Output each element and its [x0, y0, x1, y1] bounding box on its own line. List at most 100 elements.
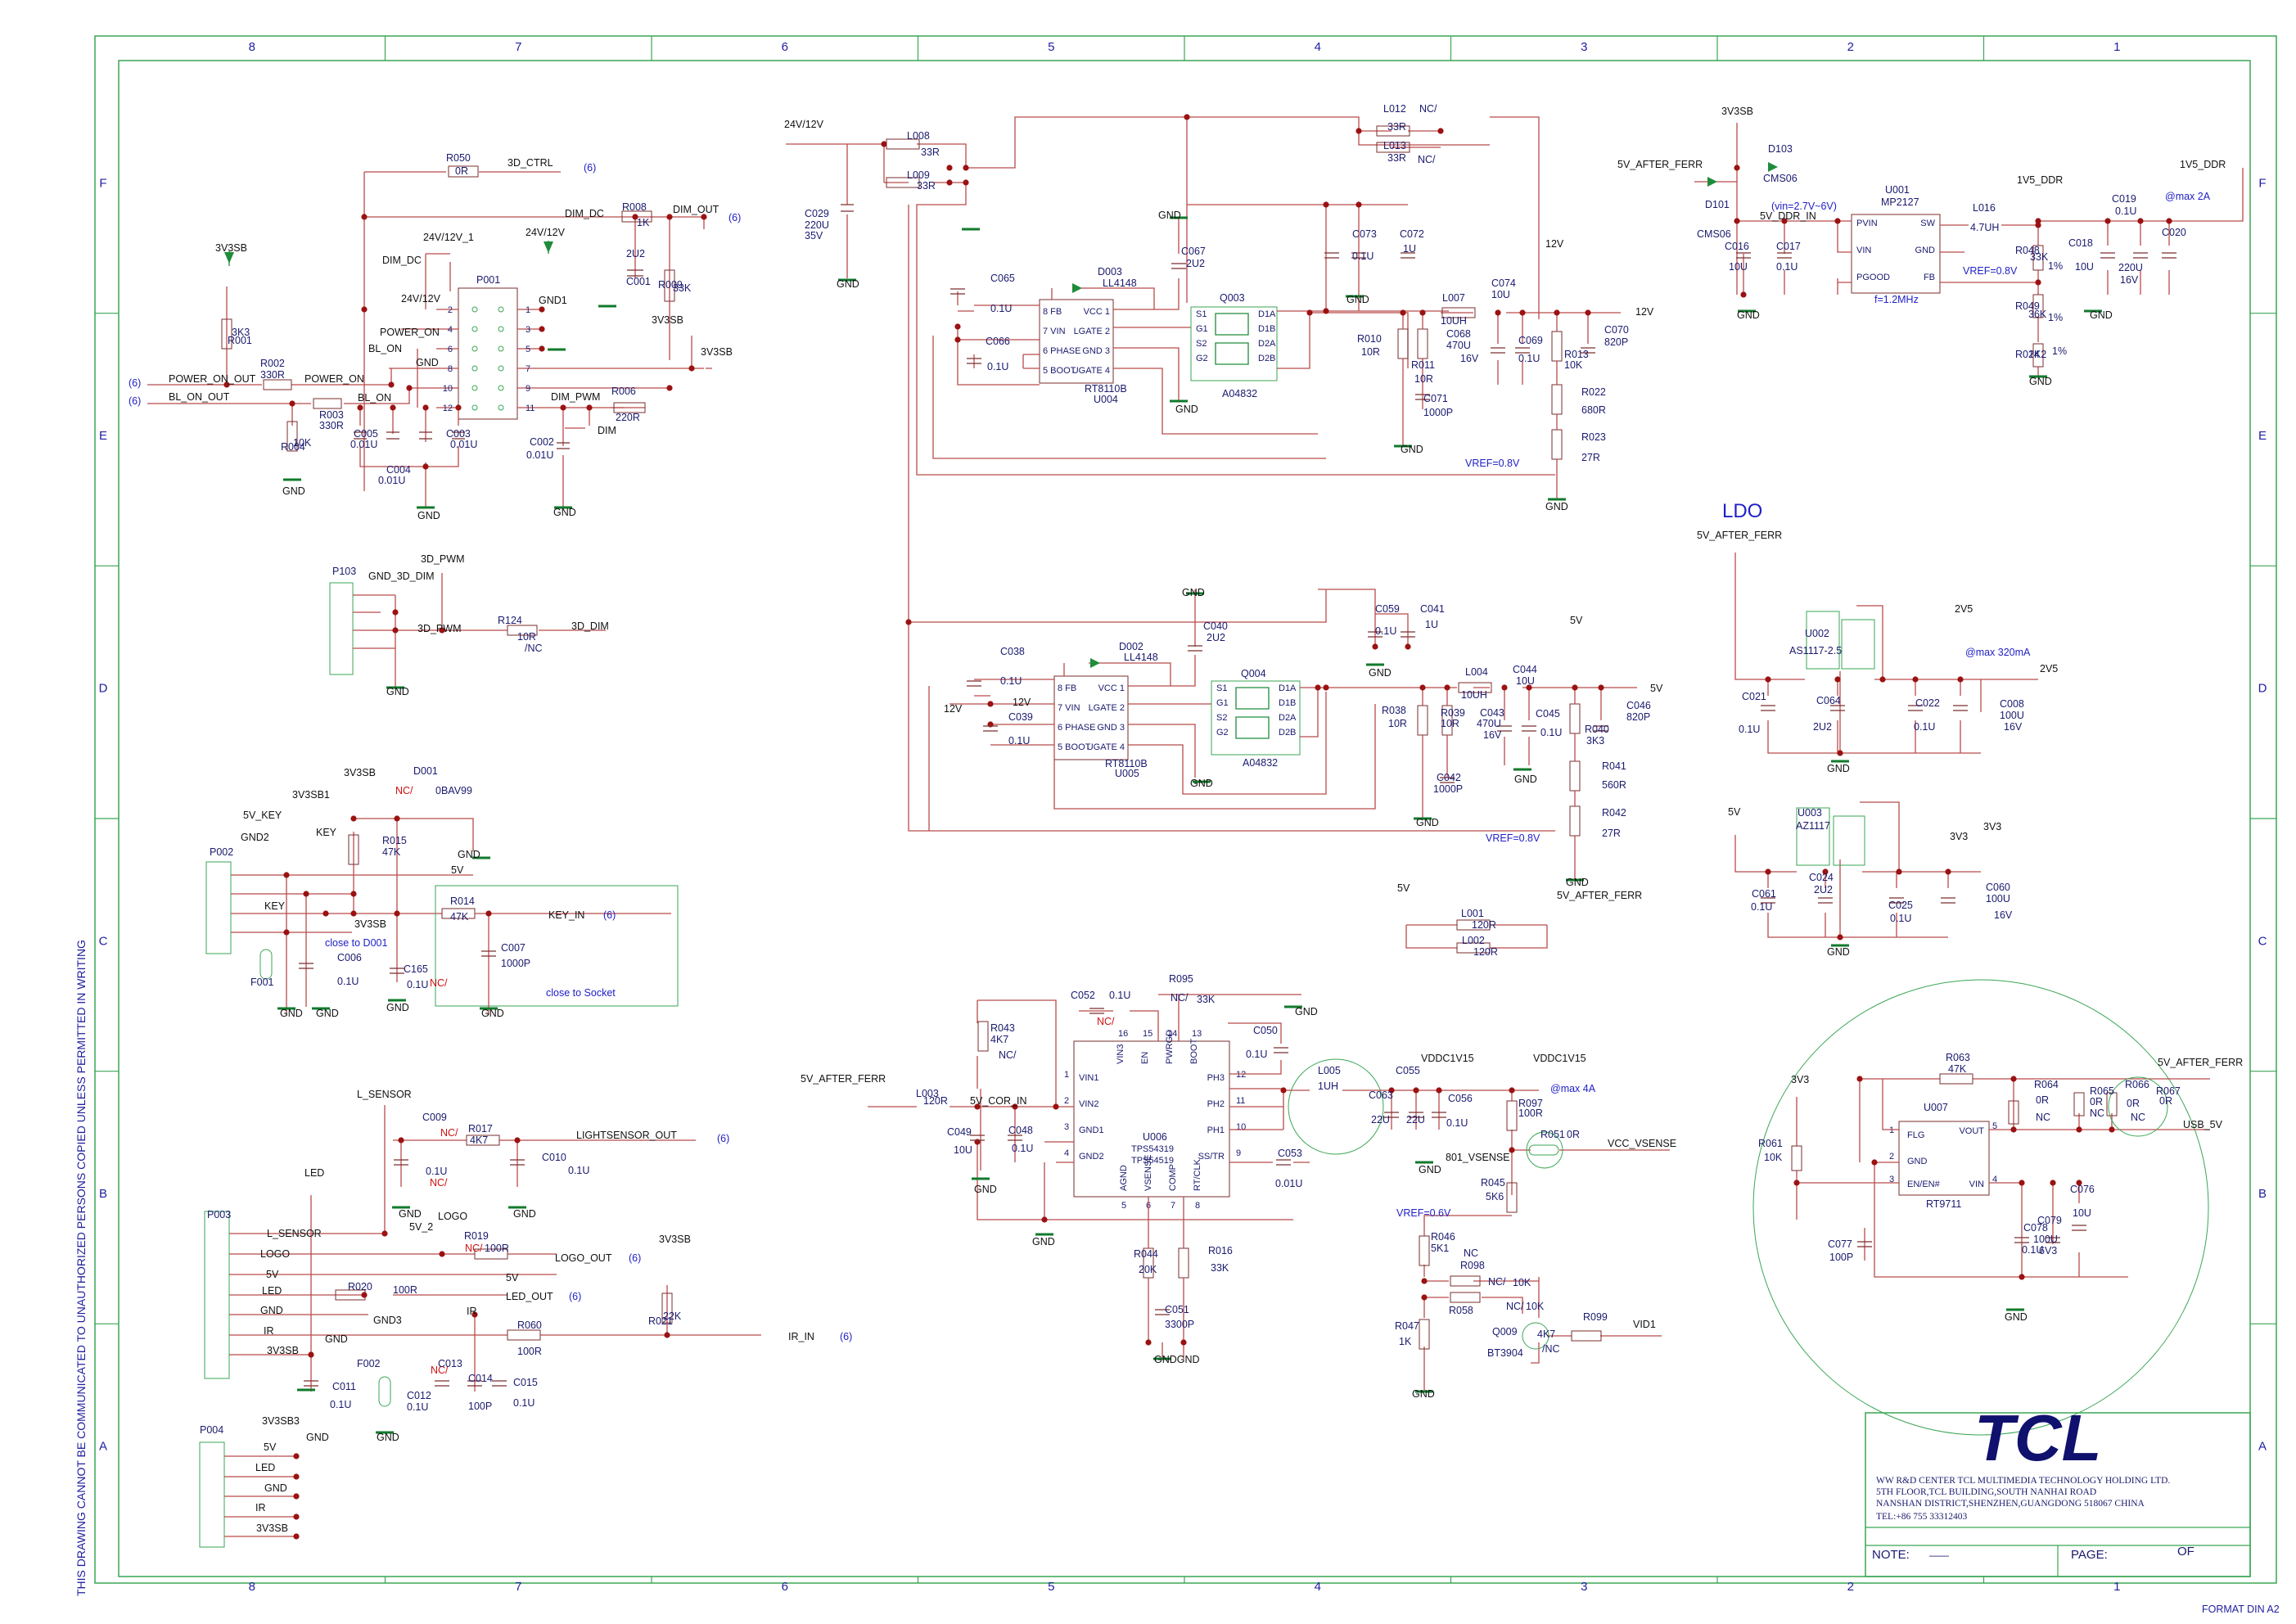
- schematic-label: 33K: [1211, 1262, 1229, 1274]
- schematic-label: R064: [2034, 1079, 2059, 1090]
- schematic-label: C005: [354, 428, 378, 440]
- schematic-label: R014: [450, 895, 475, 907]
- schematic-label: 5K1: [1431, 1243, 1449, 1254]
- schematic-label: 2V5: [2040, 663, 2058, 674]
- schematic-label: VCC_VSENSE: [1608, 1138, 1676, 1149]
- mosfet-pin-label: D2B: [1279, 728, 1296, 738]
- schematic-label: DIM_DC: [565, 208, 604, 219]
- chip-pin-label: 5 BOOT: [1043, 366, 1076, 376]
- schematic-label: GND: [553, 507, 576, 518]
- connector-pin-number: 5: [526, 345, 530, 354]
- schematic-label: GND: [417, 510, 440, 521]
- title-line-3b: NANSHAN DISTRICT,SHENZHEN,GUANGDONG 5180…: [1876, 1499, 2145, 1509]
- schematic-label: 5V_AFTER_FERR: [1557, 890, 1642, 901]
- schematic-label: 4K7: [990, 1034, 1008, 1045]
- chip-pin-label: VIN1: [1079, 1073, 1098, 1083]
- schematic-label: 12V: [1545, 238, 1564, 250]
- chip-pin-label: 6 PHASE: [1058, 723, 1095, 733]
- connector-pin-number: 4: [448, 325, 453, 335]
- schematic-label: GND: [399, 1208, 422, 1220]
- schematic-label: C070: [1604, 324, 1629, 336]
- schematic-label: R049: [2015, 300, 2040, 312]
- chip-pin-number: 2: [1889, 1152, 1894, 1162]
- ldo-block: [1734, 553, 2038, 938]
- schematic-label: /NC: [525, 643, 543, 654]
- schematic-label: 33K: [1197, 994, 1216, 1005]
- schematic-label: (6): [717, 1133, 729, 1144]
- schematic-label: 120R: [1472, 919, 1496, 931]
- schematic-label: AZ1117: [1796, 820, 1830, 832]
- schematic-label: 24V/12V_1: [423, 232, 474, 243]
- schematic-label: C049: [947, 1126, 972, 1138]
- schematic-label: 1000P: [1423, 407, 1453, 418]
- schematic-label: 3V3SB: [344, 767, 376, 778]
- chip-pin-label: BOOT: [1189, 1039, 1199, 1064]
- schematic-label: C021: [1742, 691, 1766, 702]
- chip-pin-label: GND2: [1079, 1152, 1104, 1162]
- schematic-label: GND: [1182, 587, 1205, 598]
- grid-col-top-2: 2: [1847, 40, 1854, 54]
- schematic-label: C007: [501, 942, 526, 954]
- mosfet-pin-label: D2A: [1279, 713, 1297, 723]
- schematic-label: C074: [1491, 277, 1516, 289]
- schematic-label: C041: [1420, 603, 1445, 615]
- schematic-label: GND: [316, 1008, 339, 1019]
- schematic-label: C065: [990, 273, 1015, 284]
- schematic-label: P004: [200, 1424, 223, 1436]
- schematic-label: CMS06: [1763, 173, 1798, 184]
- grid-row-right-E: E: [2258, 429, 2267, 443]
- schematic-label: R124: [498, 615, 522, 626]
- schematic-label: C024: [1809, 872, 1834, 883]
- schematic-label: (6): [728, 212, 741, 223]
- grid-row-right-A: A: [2258, 1440, 2267, 1454]
- schematic-label: 10K: [1526, 1301, 1545, 1312]
- schematic-label: 4.7UH: [1970, 222, 1999, 233]
- schematic-label: 47K: [1948, 1063, 1967, 1075]
- schematic-label: 3D_DIM: [571, 620, 609, 632]
- schematic-label: 3V3: [1983, 821, 2001, 832]
- schematic-label: R041: [1602, 760, 1626, 772]
- schematic-label: 5V: [1570, 615, 1583, 626]
- chip-pin-number: 13: [1192, 1029, 1202, 1039]
- chip-pin-number: 1: [1064, 1070, 1069, 1080]
- schematic-label: 801_VSENSE: [1446, 1152, 1510, 1163]
- schematic-label: 220R: [616, 412, 640, 423]
- schematic-label: 33K: [673, 282, 692, 294]
- schematic-label: 12V: [1013, 697, 1031, 708]
- schematic-label: GND: [2005, 1311, 2028, 1323]
- schematic-label: 10U: [2075, 261, 2094, 273]
- schematic-label: 0.1U: [1375, 625, 1396, 637]
- schematic-label: C015: [513, 1377, 538, 1388]
- schematic-label: 10R: [517, 631, 536, 643]
- schematic-label: NC/: [431, 1365, 449, 1376]
- schematic-label: 10K: [1764, 1152, 1783, 1163]
- schematic-label: 0.1U: [987, 361, 1008, 372]
- schematic-label: C003: [446, 428, 471, 440]
- schematic-label: GND: [1346, 294, 1369, 305]
- grid-col-bottom-6: 6: [782, 1580, 788, 1594]
- schematic-label: GND: [458, 849, 480, 860]
- schematic-label: GND: [1401, 444, 1423, 455]
- chip-part: TPS54519: [1131, 1156, 1174, 1166]
- grid-col-top-3: 3: [1581, 40, 1587, 54]
- schematic-label: U007: [1924, 1102, 1948, 1113]
- grid-col-top-4: 4: [1315, 40, 1321, 54]
- schematic-label: 10UH: [1461, 689, 1487, 701]
- schematic-label: VREF=0.8V: [1465, 458, 1520, 469]
- chip-pin-number: 7: [1171, 1201, 1175, 1211]
- schematic-label: R045: [1481, 1177, 1505, 1189]
- schematic-label: 0.01U: [378, 475, 405, 486]
- schematic-label: GND: [1190, 778, 1213, 789]
- schematic-label: 0.1U: [1540, 727, 1562, 738]
- mosfet-pin-label: G2: [1196, 354, 1208, 363]
- chip-pin-label: UGATE 4: [1087, 742, 1125, 752]
- schematic-label: R004: [281, 441, 305, 453]
- schematic-label: (vin=2.7V~6V): [1771, 201, 1837, 212]
- schematic-label: C066: [986, 336, 1010, 347]
- schematic-label: L004: [1465, 666, 1488, 678]
- schematic-label: R023: [1581, 431, 1606, 443]
- schematic-label: 1%: [2052, 345, 2067, 357]
- schematic-label: R063: [1946, 1052, 1970, 1063]
